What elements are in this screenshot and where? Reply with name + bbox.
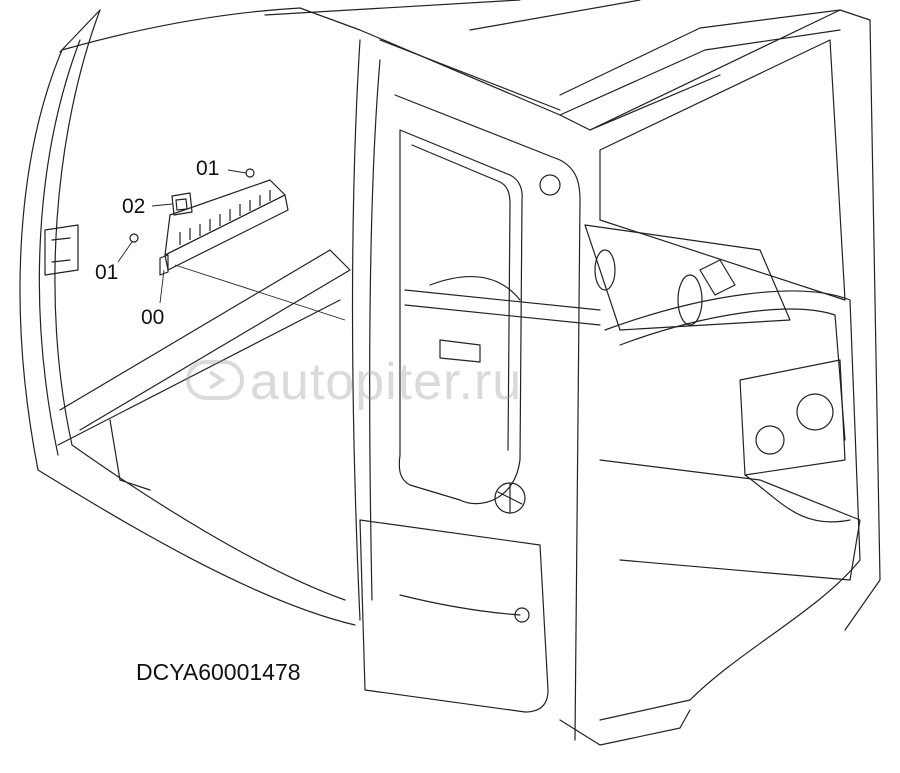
floor-left-sill	[59, 249, 351, 431]
center-cross-bar	[404, 289, 601, 326]
clip-02	[171, 192, 193, 216]
left-hinge	[44, 224, 79, 276]
center-bracket	[439, 339, 481, 363]
center-vent	[429, 275, 521, 301]
bracket-end-tab	[159, 254, 169, 276]
rear-floor	[599, 459, 861, 581]
bottom-corner	[559, 709, 691, 746]
callout-00-bracket: 00	[141, 306, 165, 329]
screw-top	[245, 168, 255, 178]
door-latch-cross	[497, 483, 523, 513]
door-window-inner	[411, 144, 511, 451]
floor-front	[37, 469, 356, 626]
watermark-logo-icon	[186, 360, 244, 400]
lower-panel-crease	[399, 594, 521, 616]
roof-inner	[379, 0, 641, 111]
rear-floor-duct	[744, 474, 851, 523]
rear-panel	[599, 290, 861, 721]
watermark-text: autopiter.ru	[250, 353, 523, 411]
callout-01-top: 01	[196, 157, 220, 180]
leader-02	[151, 203, 173, 207]
rear-hole-left	[755, 425, 785, 455]
seat-plate-diamond	[699, 259, 736, 296]
seat-plate-slot-b	[677, 274, 703, 326]
rear-wall-frame	[589, 9, 881, 631]
rear-panel-inner	[619, 308, 846, 441]
rear-window	[599, 39, 846, 301]
leader-01-lower	[117, 241, 133, 263]
lower-panel	[359, 519, 549, 713]
roof-outline	[264, 0, 591, 131]
harness-bracket-tabs	[179, 190, 271, 245]
door-frame-outer	[394, 94, 581, 741]
screw-lower	[129, 233, 139, 243]
bracket-to-cab-leader	[174, 264, 346, 321]
leader-00	[159, 269, 165, 304]
rear-bracket	[739, 359, 846, 476]
roof-rear-beam	[559, 9, 841, 131]
callout-02-clip: 02	[122, 195, 146, 218]
door-window	[398, 129, 523, 505]
door-latch	[494, 482, 526, 514]
center-pillar-outer	[351, 39, 381, 621]
harness-bracket	[164, 194, 289, 271]
rear-hole-right	[796, 393, 834, 431]
harness-bracket-flange	[164, 179, 286, 256]
floor-left-edge	[57, 299, 341, 491]
floor-line	[71, 444, 346, 601]
left-pillar-top	[59, 7, 301, 53]
callout-01-lower: 01	[95, 261, 119, 284]
panel-hole	[514, 607, 530, 623]
left-front-pillar	[19, 9, 101, 471]
drawing-number: DCYA60001478	[136, 659, 301, 685]
seat-plate-slot-a	[594, 249, 616, 291]
seat-plate	[584, 224, 791, 331]
leader-01-top	[227, 169, 247, 174]
pillar-bolt	[539, 174, 561, 196]
